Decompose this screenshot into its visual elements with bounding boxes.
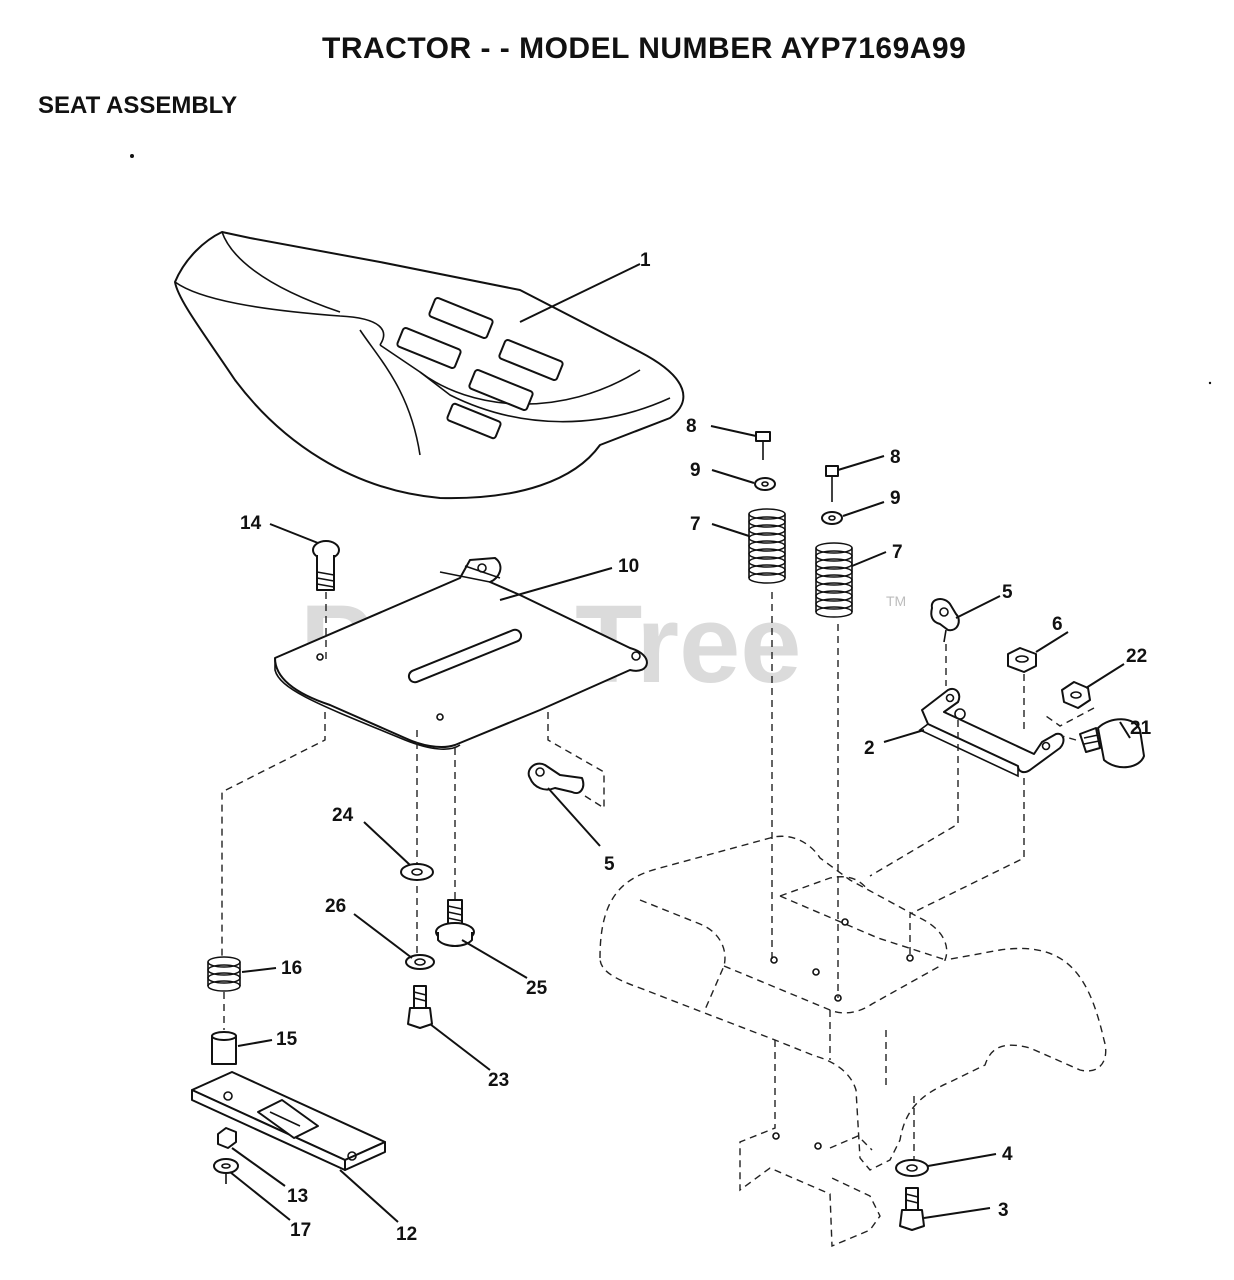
washer-part-4	[895, 1159, 929, 1177]
hex-bolt-part-23	[407, 985, 433, 1029]
callout-3: 3	[998, 1200, 1009, 1221]
callout-2: 2	[864, 738, 875, 759]
nut-part-6	[1007, 647, 1037, 673]
assembly-line	[221, 712, 326, 960]
spring-part-16	[207, 956, 241, 992]
washer-part-9-left	[754, 477, 776, 491]
diagram-title: TRACTOR - - MODEL NUMBER AYP7169A99	[322, 32, 967, 65]
leader-line	[842, 501, 885, 517]
callout-24: 24	[332, 805, 354, 826]
leader-line	[519, 263, 641, 323]
callout-4: 4	[1002, 1144, 1013, 1165]
hex-bolt-part-3	[899, 1187, 925, 1231]
leader-line	[461, 939, 528, 979]
leader-line	[955, 595, 1001, 619]
assembly-line	[1061, 735, 1077, 741]
seat-part	[174, 231, 685, 500]
callout-5-right: 5	[1002, 582, 1013, 603]
tractor-frame-outline	[599, 835, 1107, 1248]
leader-line	[231, 1147, 286, 1187]
leader-line	[547, 787, 601, 847]
callout-12: 12	[396, 1224, 417, 1245]
callout-22: 22	[1126, 646, 1147, 667]
leader-line	[363, 821, 411, 866]
leader-line	[710, 425, 757, 437]
washer-part-26	[405, 954, 435, 970]
carriage-bolt-part-21	[1079, 718, 1145, 769]
leader-line	[711, 469, 755, 484]
spacer-part	[211, 1031, 237, 1065]
bolt-part-8-right	[825, 465, 839, 502]
leader-line	[429, 1023, 491, 1071]
leader-line	[923, 1207, 991, 1219]
callout-10: 10	[618, 556, 639, 577]
callout-8-left: 8	[686, 416, 697, 437]
leader-line	[339, 1169, 399, 1223]
callout-7-left: 7	[690, 514, 701, 535]
bolt-part-8-left	[755, 431, 771, 460]
section-title: SEAT ASSEMBLY	[38, 92, 238, 119]
leader-line	[1119, 721, 1131, 739]
watermark-trademark: TM	[886, 593, 906, 609]
washer-part-17	[213, 1158, 239, 1184]
clip-part-left	[527, 762, 585, 794]
nut-part-22	[1061, 681, 1091, 709]
assembly-line	[1045, 707, 1095, 727]
leader-line	[241, 967, 277, 973]
leader-line	[851, 551, 887, 567]
assembly-line	[547, 712, 605, 810]
callout-6: 6	[1052, 614, 1063, 635]
callout-7-right: 7	[892, 542, 903, 563]
leader-line	[499, 567, 613, 601]
leader-line	[927, 1153, 997, 1167]
stray-dot	[1208, 381, 1212, 385]
shoulder-bolt-part	[435, 899, 475, 947]
callout-9-right: 9	[890, 488, 901, 509]
callout-23: 23	[488, 1070, 509, 1091]
leader-line	[711, 523, 750, 537]
seat-bracket-part	[191, 1071, 386, 1171]
leader-line	[269, 523, 319, 544]
callout-8-right: 8	[890, 447, 901, 468]
callout-16: 16	[281, 958, 302, 979]
leader-line	[1085, 663, 1125, 689]
nut-part-13	[217, 1127, 237, 1149]
callout-15: 15	[276, 1029, 298, 1050]
seat-pan-part	[274, 557, 648, 750]
spring-part-7-right	[815, 542, 853, 618]
carriage-bolt-part	[312, 540, 340, 591]
leader-line	[353, 913, 413, 959]
washer-part-9-right	[821, 511, 843, 525]
stray-dot	[130, 154, 134, 158]
callout-1: 1	[640, 250, 651, 271]
spring-part-7-left	[748, 508, 786, 584]
leader-line	[237, 1039, 273, 1047]
callout-14: 14	[240, 513, 262, 534]
callout-5-left: 5	[604, 854, 615, 875]
leader-line	[229, 1171, 291, 1221]
assembly-line	[869, 720, 959, 877]
leader-line	[837, 455, 885, 471]
assembly-line	[909, 778, 1025, 958]
callout-25: 25	[526, 978, 548, 999]
callout-9-left: 9	[690, 460, 701, 481]
leader-line	[883, 729, 925, 743]
clip-part-right	[930, 598, 960, 643]
callout-13: 13	[287, 1186, 308, 1207]
washer-part-24	[400, 863, 434, 881]
callout-21: 21	[1130, 718, 1152, 739]
callout-17: 17	[290, 1220, 311, 1241]
callout-26: 26	[325, 896, 346, 917]
leader-line	[1035, 631, 1069, 653]
spring-bracket-part	[918, 688, 1065, 778]
